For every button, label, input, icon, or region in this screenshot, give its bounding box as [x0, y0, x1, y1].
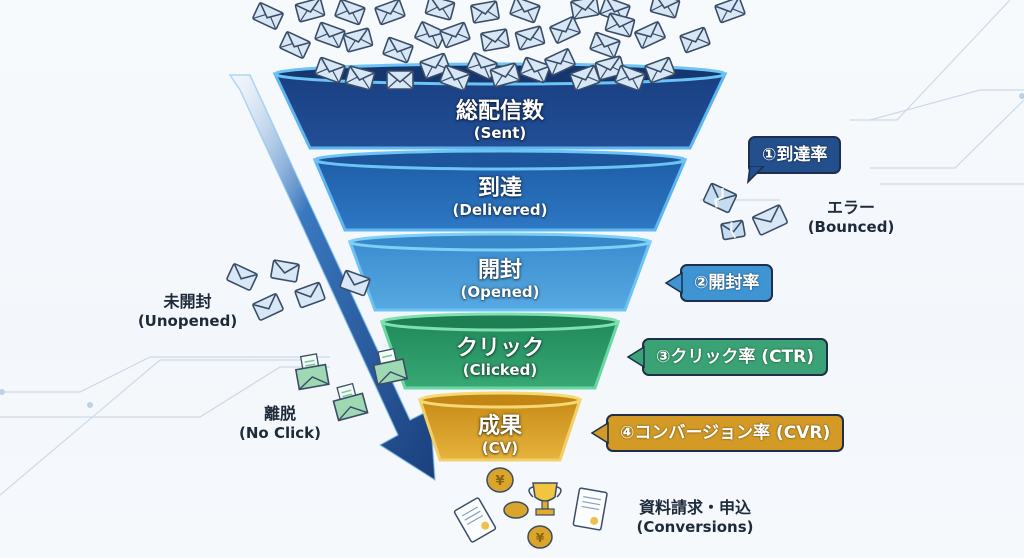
callout-cvr: ④コンバージョン率 (CVR): [606, 414, 845, 452]
funnel: [272, 62, 728, 462]
broken-envelope-icon: [702, 182, 788, 241]
label-conversions-jp: 資料請求・申込: [638, 498, 751, 517]
stage-delivered: 到達 (Delivered): [270, 176, 730, 220]
stage-clicked-en: (Clicked): [462, 361, 538, 379]
stage-sent-en: (Sent): [473, 124, 527, 142]
unopened-envelopes: [226, 259, 371, 321]
stage-sent: 総配信数 (Sent): [270, 99, 730, 143]
callout-pointer: [626, 345, 645, 369]
label-conversions: 資料請求・申込 (Conversions): [615, 498, 775, 537]
callout-pointer: [746, 166, 766, 185]
stage-cv-en: (CV): [481, 439, 519, 457]
stage-delivered-jp: 到達: [477, 176, 522, 201]
callout-ctr: ③クリック率 (CTR): [642, 338, 829, 376]
svg-text:¥: ¥: [495, 474, 504, 489]
label-unopened-en: (Unopened): [137, 312, 238, 330]
stage-sent-jp: 総配信数: [455, 99, 544, 124]
stage-clicked: クリック (Clicked): [270, 336, 730, 380]
contract-icon: [453, 497, 497, 543]
stage-delivered-en: (Delivered): [452, 201, 548, 219]
funnel-labels: 総配信数 (Sent) 到達 (Delivered) 開封 (Opened) ク…: [270, 0, 730, 558]
svg-text:¥: ¥: [536, 531, 545, 545]
stage-cv-jp: 成果: [477, 414, 522, 439]
callout-open-rate: ②開封率: [680, 264, 774, 302]
trophy-icon: [528, 482, 562, 516]
stage-clicked-jp: クリック: [455, 336, 544, 361]
label-no-click: 離脱 (No Click): [225, 404, 335, 443]
open-envelope-icon: [294, 348, 409, 422]
label-no-click-en: (No Click): [239, 424, 321, 442]
label-conversions-en: (Conversions): [636, 518, 754, 536]
stage-cv: 成果 (CV): [270, 414, 730, 458]
callout-pointer: [590, 421, 609, 445]
stage-opened-jp: 開封: [477, 258, 522, 283]
callout-delivery-rate: ①到達率: [748, 136, 842, 174]
label-bounced: エラー (Bounced): [796, 198, 906, 237]
callout-pointer: [664, 271, 683, 295]
envelope-shower: [251, 0, 747, 90]
stage-opened: 開封 (Opened): [270, 258, 730, 302]
label-bounced-en: (Bounced): [807, 218, 895, 236]
stage-opened-en: (Opened): [460, 283, 540, 301]
yen-coin-icon: ¥ ¥: [486, 467, 553, 549]
contract-icon: [572, 487, 608, 531]
label-no-click-jp: 離脱: [263, 404, 296, 423]
label-unopened: 未開封 (Unopened): [125, 292, 250, 331]
label-bounced-jp: エラー: [826, 198, 875, 217]
label-unopened-jp: 未開封: [163, 292, 212, 311]
conversion-items: ¥ ¥: [453, 467, 608, 549]
